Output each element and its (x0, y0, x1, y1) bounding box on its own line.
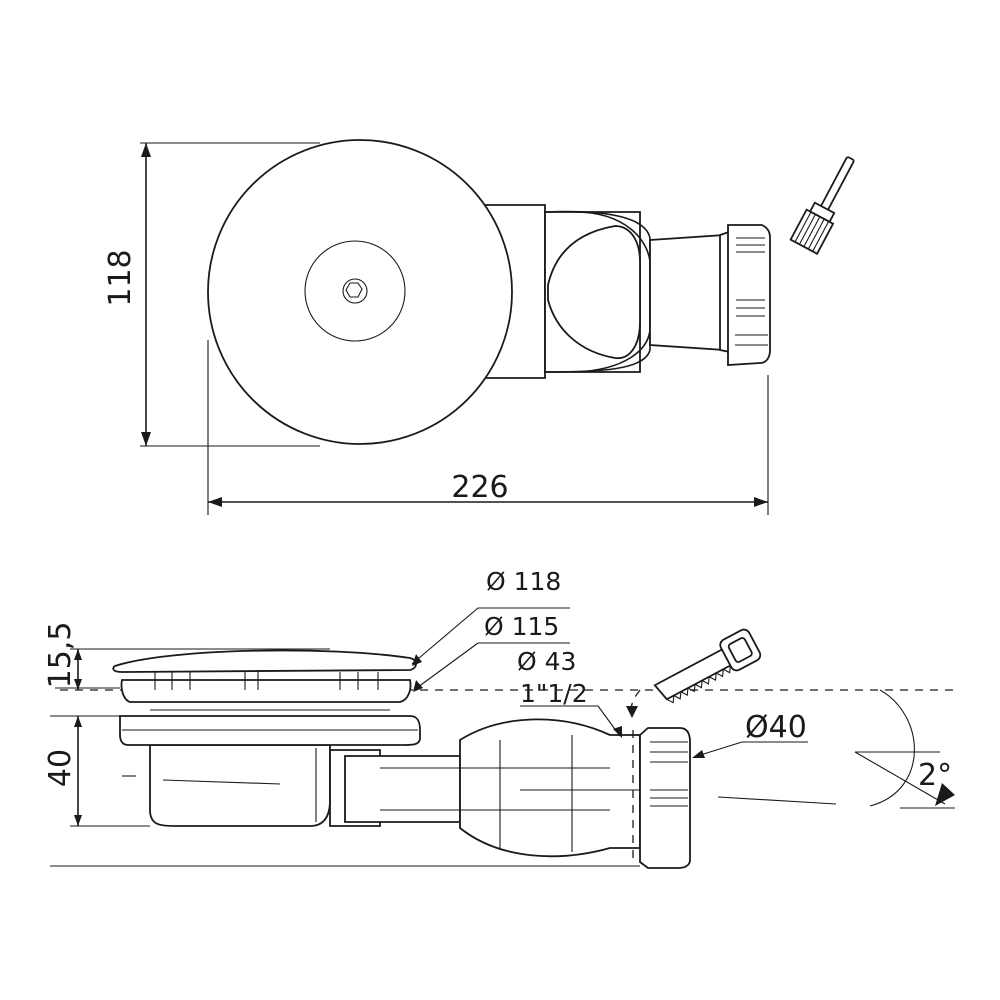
label-thread: 1"1/2 (520, 679, 588, 708)
label-d43: Ø 43 (517, 647, 576, 676)
nut-side (632, 727, 691, 869)
label-d118: Ø 118 (486, 567, 561, 596)
drain-support-ring (120, 679, 412, 703)
brush-icon (789, 156, 855, 255)
trap-body-top (469, 204, 771, 379)
label-h155: 15,5 (43, 622, 78, 689)
angle-indicator: 2° (854, 689, 955, 809)
dim-height-top: 118 (103, 142, 320, 447)
trap-body-side (122, 718, 641, 858)
drain-screw-outer (342, 278, 368, 304)
top-view: 118 226 (103, 139, 855, 515)
label-d40: Ø40 (745, 710, 807, 745)
nut-top (727, 224, 771, 366)
height-label: 118 (103, 249, 138, 306)
label-h40: 40 (43, 749, 78, 787)
dim-height-cover: 15,5 (43, 622, 82, 690)
dim-height-body: 40 (43, 716, 82, 826)
drain-screw-head (345, 282, 363, 298)
angle-label: 2° (918, 758, 952, 793)
width-label: 226 (451, 470, 508, 505)
drain-inner-ring (304, 240, 406, 342)
dim-width-top: 226 (207, 340, 769, 515)
side-view: 2° Ø 118 Ø 115 Ø 4 (43, 567, 960, 869)
leader-lines (411, 607, 808, 758)
label-d115: Ø 115 (484, 612, 559, 641)
drain-cover-side (112, 649, 417, 673)
saw-icon (653, 628, 762, 704)
